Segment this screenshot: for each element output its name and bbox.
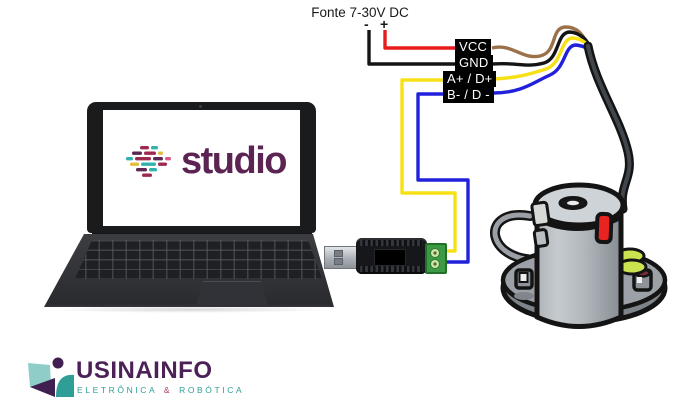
studio-logo-text: studio [181,140,287,182]
webcam-icon [199,104,202,108]
wire-blue-b [416,92,470,264]
power-supply-label: Fonte 7-30V DC [311,5,409,20]
sensor-top-port-inner [567,200,579,206]
mounting-bolt-highlight [637,277,642,283]
converter-ridges [360,240,423,246]
tagline-ampersand: & [163,385,173,395]
cable-gland [532,228,550,248]
laptop-shadow [46,306,332,313]
laptop-trackpad [196,281,268,305]
laptop-display [103,110,300,226]
tagline-left: ELETRÔNICA [77,385,157,395]
wire-yellow-sensor [492,36,592,81]
terminal-row-vcc: VCC [455,39,492,55]
usb-plug-hole [334,258,343,265]
terminal-screw [430,259,440,269]
terminal-screw [430,248,440,258]
terminal-row-gnd: GND [455,55,493,71]
power-minus-label: - [364,16,369,32]
power-plus-label: + [380,16,389,32]
usb-rs485-converter-body [356,238,427,274]
mounting-bolt-cap [518,272,529,283]
usb-plug [324,246,360,269]
wire-black-negative [367,30,459,66]
sensor-red-latch [594,211,614,245]
usb-plug-hole [334,250,343,257]
laptop-screen [87,102,316,233]
wire-yellow-a [400,78,457,253]
studio-logo-icon [126,146,171,177]
wire-brown-sensor [491,25,589,59]
usinainfo-logo-icon [28,357,74,397]
sensor-cable-core [586,44,632,211]
terminal-row-a-plus: A+ / D+ [443,71,497,87]
wire-red-positive [383,30,459,50]
converter-label-patch [374,249,406,266]
studio-logo: studio [126,142,296,186]
converter-screw-terminal [425,243,447,274]
terminal-row-b-minus: B- / D - [443,87,494,103]
brand-tagline: ELETRÔNICA & ROBÓTICA [77,385,244,395]
tagline-right: ROBÓTICA [179,385,245,395]
laptop-keyboard [75,240,322,279]
converter-ridges [360,266,423,272]
wire-black-sensor [492,30,591,67]
bolt-shadow [514,292,534,300]
brand-name: USINAINFO [76,357,213,384]
cable-gland [530,200,551,227]
sensor-terminal-block: VCC GND A+ / D+ B- / D - [443,39,497,103]
